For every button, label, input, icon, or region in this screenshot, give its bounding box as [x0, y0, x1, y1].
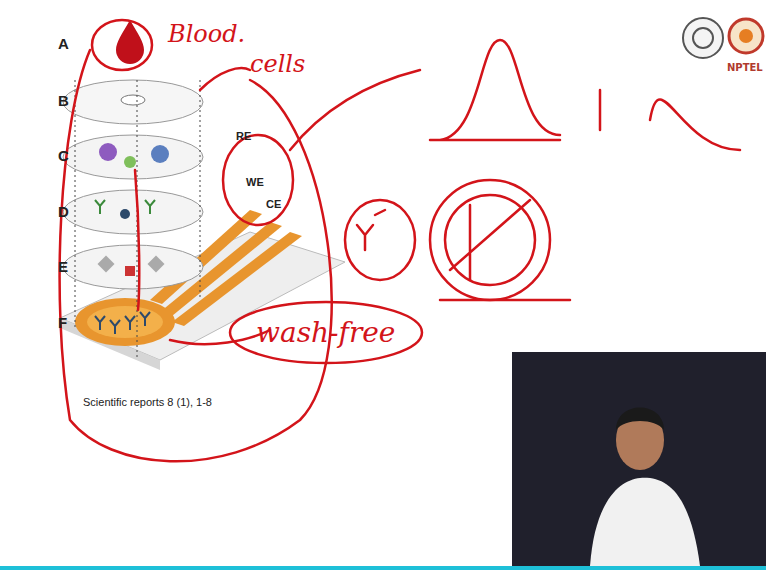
guide-lines [75, 80, 200, 360]
electrode-pad [75, 298, 175, 346]
presenter [590, 478, 700, 566]
video-inset [512, 352, 766, 566]
electrode-name: WE [246, 176, 264, 188]
institute-logo [683, 18, 723, 58]
electrode-name: RE [236, 130, 251, 142]
antibody-symbols [95, 312, 150, 334]
nptel-logo [739, 29, 753, 43]
nptel-logo [729, 19, 763, 53]
circled-note: wash-free [228, 300, 424, 365]
layer-letter: C [58, 147, 69, 164]
layer-letter: A [58, 35, 69, 52]
handwritten-note: cells [250, 50, 305, 78]
electrode-pad [87, 306, 163, 338]
handwritten-note: wash-free [256, 316, 396, 349]
bottom-bar [0, 566, 766, 570]
filter-disks [63, 80, 203, 289]
layer-letter: B [58, 92, 69, 109]
handwritten-note: Blood. [168, 20, 245, 48]
presenter [616, 408, 664, 431]
institute-logo [693, 28, 713, 48]
citation: Scientific reports 8 (1), 1-8 [83, 396, 212, 408]
layer-letter: D [58, 203, 69, 220]
layer-letter: F [58, 314, 67, 331]
layer-letter: E [58, 258, 68, 275]
logo-text: NPTEL [727, 62, 763, 73]
electrode-name: CE [266, 198, 281, 210]
blood-drop [116, 20, 144, 64]
